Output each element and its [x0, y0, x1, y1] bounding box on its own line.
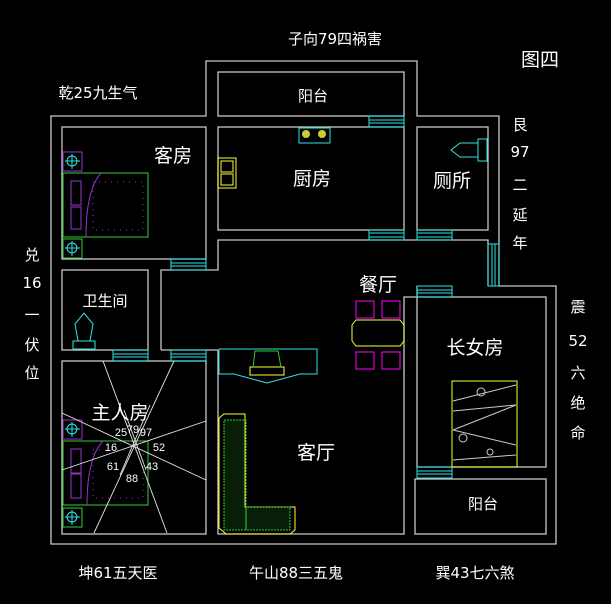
- svg-text:兑: 兑: [24, 246, 39, 264]
- svg-text:16: 16: [22, 274, 41, 292]
- master-bed: [62, 440, 149, 506]
- room-label-kitchen: 厨房: [293, 168, 331, 190]
- svg-text:16: 16: [105, 442, 117, 454]
- basin-icon: [72, 312, 96, 350]
- outer-wall: [50, 60, 557, 545]
- svg-text:延: 延: [512, 206, 527, 224]
- sink-icon: [217, 157, 237, 189]
- window: [487, 243, 500, 287]
- living-room-outline: [217, 286, 418, 535]
- direction-northwest: 乾25九生气: [58, 84, 137, 102]
- svg-text:震: 震: [570, 298, 585, 316]
- room-label-master: 主人房: [91, 402, 148, 424]
- room-label-living: 客厅: [297, 442, 335, 464]
- window: [368, 229, 405, 241]
- bathroom-outline: [61, 269, 149, 351]
- room-label-balcony-north: 阳台: [298, 87, 328, 105]
- window: [416, 466, 453, 479]
- balcony-north-outline: [217, 71, 405, 117]
- room-label-toilet: 厕所: [433, 170, 471, 192]
- svg-text:97: 97: [510, 143, 529, 161]
- svg-text:79: 79: [127, 424, 139, 436]
- tv-cabinet: [218, 348, 318, 384]
- window: [368, 115, 405, 128]
- room-label-guest: 客房: [154, 145, 192, 167]
- direction-south: 午山88三五鬼: [249, 564, 343, 582]
- compass-rays: [61, 360, 207, 534]
- svg-text:艮: 艮: [512, 116, 527, 134]
- svg-text:52: 52: [153, 442, 165, 454]
- room-label-bathroom: 卫生间: [82, 292, 127, 310]
- daughter-room-outline: [416, 296, 547, 468]
- guest-room-outline: [61, 126, 207, 260]
- hall-outline: [160, 239, 489, 350]
- room-label-daughter: 长女房: [446, 337, 503, 359]
- svg-text:年: 年: [512, 234, 527, 252]
- direction-southwest: 坤61五天医: [78, 564, 157, 582]
- window: [112, 349, 149, 362]
- direction-west: 兑 16 一 伏 位: [22, 246, 41, 382]
- svg-text:52: 52: [568, 332, 587, 350]
- nightstand-lamp-icon: [62, 238, 83, 259]
- svg-text:位: 位: [24, 364, 39, 382]
- svg-text:伏: 伏: [24, 336, 39, 354]
- window: [416, 285, 453, 298]
- svg-text:88: 88: [126, 473, 138, 485]
- svg-text:一: 一: [24, 306, 39, 324]
- svg-text:六: 六: [570, 364, 585, 382]
- daughter-bed: [451, 380, 518, 468]
- compass-numbers: 25 79 97 16 52 61 43 88: [105, 424, 165, 485]
- nightstand-lamp-icon: [62, 507, 83, 528]
- sofa: [218, 413, 296, 535]
- window: [416, 229, 453, 241]
- nightstand-lamp-icon: [62, 419, 83, 440]
- svg-text:97: 97: [140, 427, 152, 439]
- toilet-icon: [450, 138, 488, 162]
- direction-north: 子向79四祸害: [288, 30, 382, 48]
- direction-southeast: 巽43七六煞: [435, 564, 514, 582]
- figure-title: 图四: [521, 49, 559, 71]
- svg-text:61: 61: [107, 461, 119, 473]
- svg-text:25: 25: [115, 427, 127, 439]
- svg-text:命: 命: [570, 424, 585, 442]
- room-label-dining: 餐厅: [359, 274, 397, 296]
- svg-text:二: 二: [512, 176, 527, 194]
- windows: [112, 115, 500, 479]
- direction-east: 震 52 六 绝 命: [568, 298, 587, 442]
- guest-bed: [62, 172, 149, 238]
- balcony-south-outline: [414, 478, 547, 535]
- window: [170, 349, 207, 362]
- svg-text:43: 43: [146, 461, 158, 473]
- window: [170, 258, 207, 271]
- direction-northeast: 艮 97 二 延 年: [510, 116, 529, 252]
- dining-table: [351, 300, 405, 370]
- room-label-balcony-south: 阳台: [468, 495, 498, 513]
- svg-text:绝: 绝: [570, 394, 585, 412]
- nightstand-lamp-icon: [62, 151, 83, 172]
- stove-icon: [298, 127, 331, 144]
